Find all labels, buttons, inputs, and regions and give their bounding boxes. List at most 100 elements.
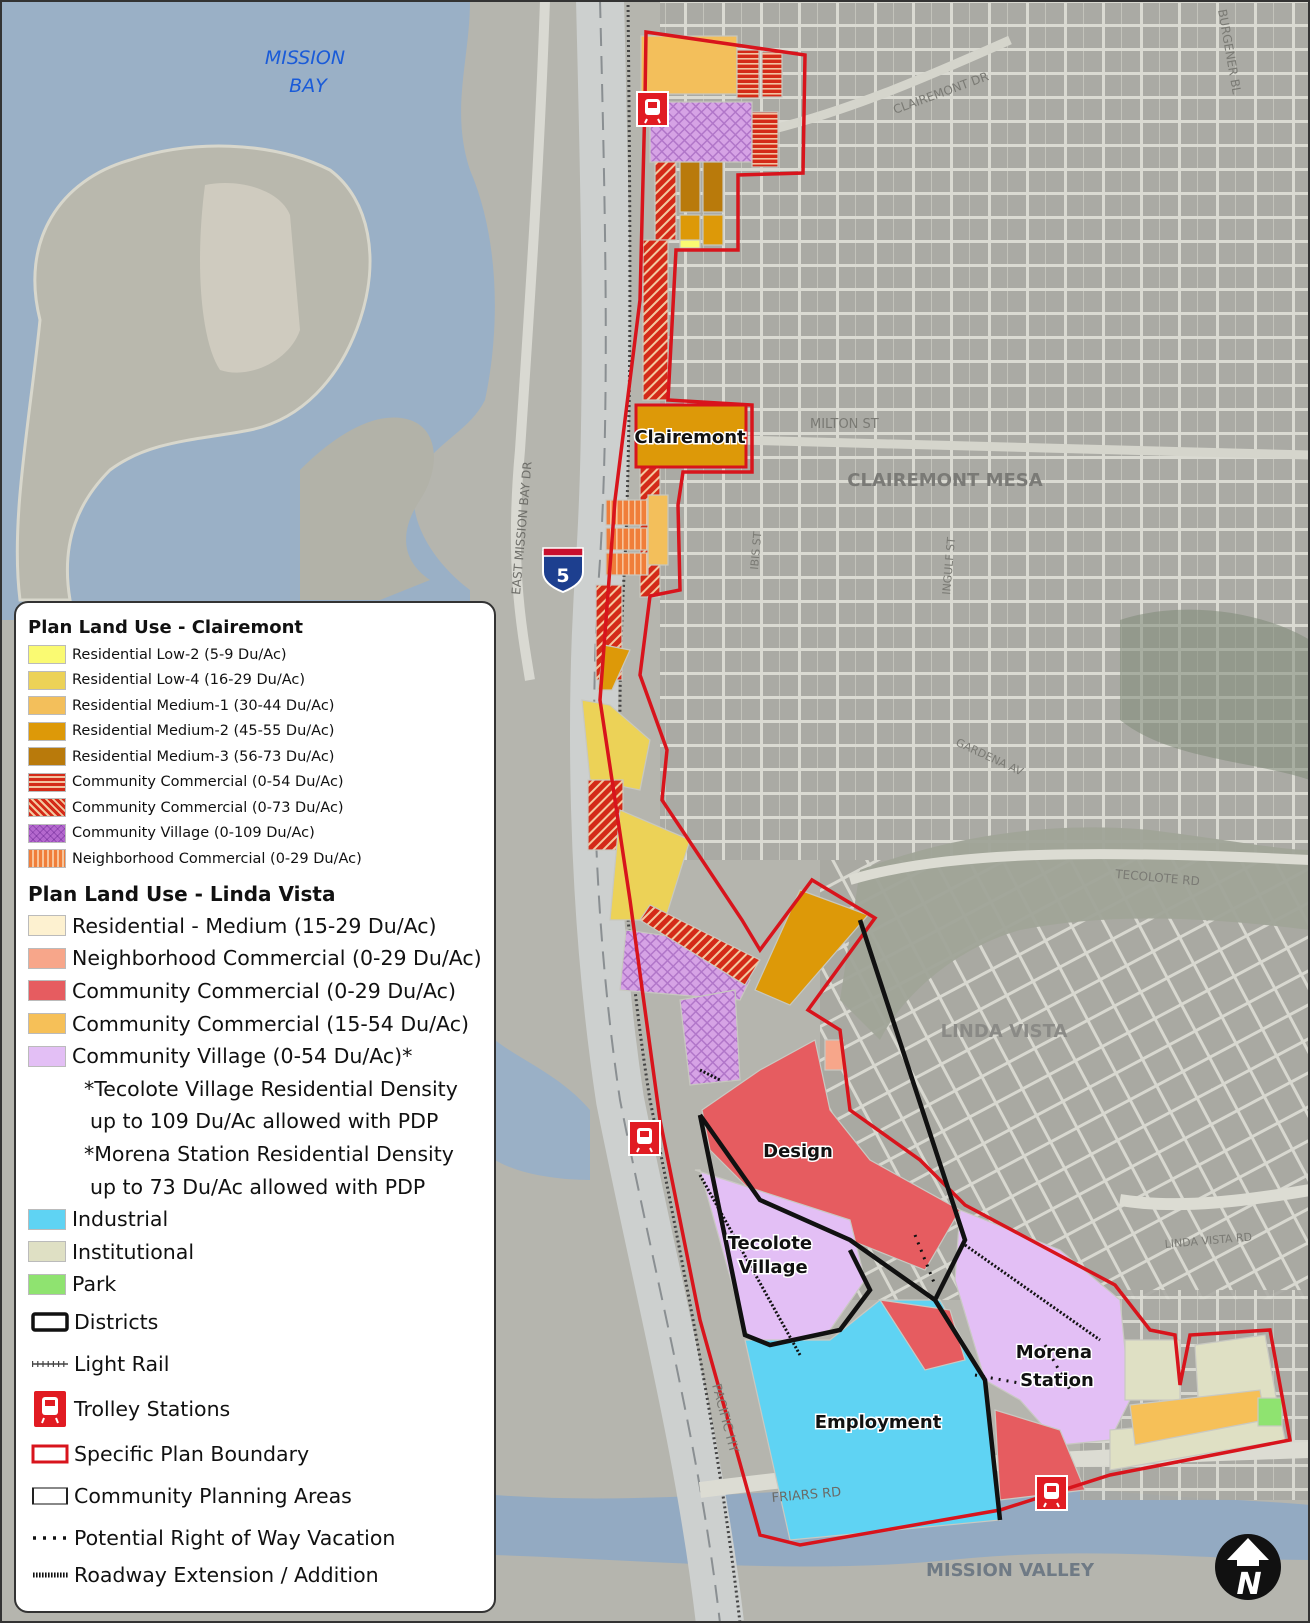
- district-label-tecolote-village: Tecolote Village: [728, 1233, 819, 1278]
- legend-roadway: Roadway Extension / Addition: [28, 1559, 484, 1591]
- legend-notes: *Tecolote Village Residential Density up…: [28, 1072, 484, 1202]
- label-mission-bay-line2: BAY: [289, 75, 328, 97]
- legend-linda-vista-swatch: [28, 915, 66, 937]
- legend-clairemont-item: Residential Medium-3 (56-73 Du/Ac): [28, 744, 484, 770]
- linda-vista-rd: [1119, 1184, 1310, 1211]
- street-milton-st: MILTON ST: [810, 417, 879, 432]
- district-label-tecolote-line2: Village: [738, 1257, 807, 1278]
- legend-clairemont-item: Residential Low-4 (16-29 Du/Ac): [28, 668, 484, 694]
- trolley-symbol-icon: [28, 1389, 72, 1429]
- district-label-tecolote-line1: Tecolote: [728, 1233, 812, 1254]
- legend-districts-label: Districts: [74, 1309, 159, 1334]
- north-arrow-icon: N: [1215, 1534, 1281, 1602]
- legend-cpa-label: Community Planning Areas: [74, 1483, 352, 1508]
- east-mission-bay-dr: [510, 0, 550, 681]
- legend-linda-vista-label: Residential - Medium (15-29 Du/Ac): [72, 913, 437, 938]
- district-label-morena-line2: Station: [1020, 1370, 1094, 1391]
- district-label-morena-station: Morena Station: [1016, 1342, 1099, 1391]
- row-vacation-symbol-icon: [28, 1524, 72, 1552]
- legend-clairemont-label: Residential Medium-3 (56-73 Du/Ac): [72, 748, 335, 765]
- legend-linda-vista-item: Residential - Medium (15-29 Du/Ac): [28, 910, 484, 943]
- tecolote-rd: [848, 849, 1310, 885]
- legend-clairemont-items: Residential Low-2 (5-9 Du/Ac) Residential…: [28, 642, 484, 872]
- clairemont-parcels: [581, 35, 870, 1086]
- district-label-design: Design: [763, 1141, 833, 1162]
- boundary-symbol-icon: [28, 1440, 72, 1468]
- legend-light-rail: Light Rail: [28, 1343, 484, 1385]
- legend-clairemont-title: Plan Land Use - Clairemont: [28, 617, 304, 638]
- legend-cpa: Community Planning Areas: [28, 1475, 484, 1517]
- legend-clairemont-label: Residential Medium-2 (45-55 Du/Ac): [72, 723, 335, 740]
- trolley-station-morena: [1035, 1475, 1068, 1511]
- label-mission-bay-line1: MISSION: [265, 47, 345, 69]
- interstate-shield-number: 5: [556, 565, 569, 587]
- legend-clairemont-label: Community Village (0-109 Du/Ac): [72, 825, 315, 842]
- label-mission-bay: MISSION BAY: [265, 47, 351, 97]
- legend-linda-vista-title: Plan Land Use - Linda Vista: [28, 881, 336, 906]
- legend-extra-swatch: [28, 1208, 66, 1230]
- milton-st: [739, 435, 1310, 460]
- legend-linda-vista-swatch: [28, 980, 66, 1002]
- legend-note: *Morena Station Residential Density: [84, 1141, 454, 1166]
- legend-districts: Districts: [28, 1301, 484, 1343]
- legend-clairemont-label: Residential Medium-1 (30-44 Du/Ac): [72, 697, 335, 714]
- legend-linda-vista-label: Community Village (0-54 Du/Ac)*: [72, 1044, 413, 1069]
- legend-clairemont-swatch: [28, 645, 66, 665]
- legend-clairemont-swatch: [28, 670, 66, 690]
- legend-linda-vista-swatch: [28, 1045, 66, 1067]
- legend-extra-item: Park: [28, 1268, 484, 1301]
- legend-linda-vista-swatch: [28, 947, 66, 969]
- legend-clairemont-swatch: [28, 747, 66, 767]
- label-mission-valley: MISSION VALLEY: [926, 1560, 1095, 1581]
- clairemont-district-outline: [634, 403, 748, 469]
- legend-extra-label: Park: [72, 1272, 117, 1297]
- legend-note: *Tecolote Village Residential Density: [84, 1076, 458, 1101]
- district-label-employment: Employment: [815, 1412, 942, 1433]
- street-ibis-st: IBIS ST: [748, 531, 764, 570]
- legend-clairemont-item: Community Commercial (0-54 Du/Ac): [28, 770, 484, 796]
- legend-clairemont-label: Residential Low-2 (5-9 Du/Ac): [72, 646, 287, 663]
- label-clairemont-mesa: CLAIREMONT MESA: [847, 470, 1042, 491]
- legend-linda-vista-label: Neighborhood Commercial (0-29 Du/Ac): [72, 946, 482, 971]
- legend-clairemont-swatch: [28, 721, 66, 741]
- legend-linda-vista-item: Community Village (0-54 Du/Ac)*: [28, 1040, 484, 1073]
- clairemont-dr: [768, 35, 1012, 135]
- tecolote-canyon: [840, 827, 1310, 1040]
- legend-boundary: Specific Plan Boundary: [28, 1433, 484, 1475]
- district-label-clairemont: Clairemont: [634, 427, 746, 448]
- legend-clairemont-item: Residential Low-2 (5-9 Du/Ac): [28, 642, 484, 668]
- legend-clairemont-item: Residential Medium-1 (30-44 Du/Ac): [28, 693, 484, 719]
- legend-boundary-label: Specific Plan Boundary: [74, 1441, 310, 1466]
- legend-clairemont-label: Neighborhood Commercial (0-29 Du/Ac): [72, 850, 362, 867]
- legend-extra-label: Institutional: [72, 1239, 195, 1264]
- district-label-morena-line1: Morena: [1016, 1342, 1092, 1363]
- legend-light-rail-label: Light Rail: [74, 1351, 170, 1376]
- canyon-vegetation: [1120, 609, 1310, 780]
- legend-extra-swatch: [28, 1273, 66, 1295]
- roadway-extensions: [698, 1068, 1101, 1356]
- legend-row-vacation: Potential Right of Way Vacation: [28, 1517, 484, 1559]
- legend-note: up to 73 Du/Ac allowed with PDP: [90, 1174, 426, 1199]
- district-lines: [697, 919, 1003, 1521]
- cpa-symbol-icon: [28, 1482, 72, 1510]
- legend-extra-item: Institutional: [28, 1235, 484, 1268]
- legend-trolley: Trolley Stations: [28, 1385, 484, 1433]
- interstate-shield: 5: [542, 547, 584, 594]
- legend-extra-item: Industrial: [28, 1203, 484, 1236]
- legend-clairemont-swatch: [28, 798, 66, 818]
- legend-clairemont-label: Community Commercial (0-54 Du/Ac): [72, 774, 344, 791]
- street-ingulf-st: INGULF ST: [940, 536, 958, 595]
- legend-linda-vista-item: Neighborhood Commercial (0-29 Du/Ac): [28, 942, 484, 975]
- street-friars-rd: FRIARS RD: [771, 1485, 842, 1506]
- label-linda-vista: LINDA VISTA: [941, 1021, 1068, 1042]
- legend-linda-vista-label: Community Commercial (15-54 Du/Ac): [72, 1011, 469, 1036]
- legend-clairemont-label: Residential Low-4 (16-29 Du/Ac): [72, 672, 306, 689]
- legend-linda-vista-item: Community Commercial (15-54 Du/Ac): [28, 1007, 484, 1040]
- shore-peninsula: [300, 417, 434, 600]
- legend-roadway-label: Roadway Extension / Addition: [74, 1562, 379, 1587]
- legend-linda-vista-items: Residential - Medium (15-29 Du/Ac) Neighb…: [28, 910, 484, 1073]
- north-arrow-letter: N: [1236, 1567, 1261, 1602]
- districts-symbol-icon: [28, 1308, 72, 1336]
